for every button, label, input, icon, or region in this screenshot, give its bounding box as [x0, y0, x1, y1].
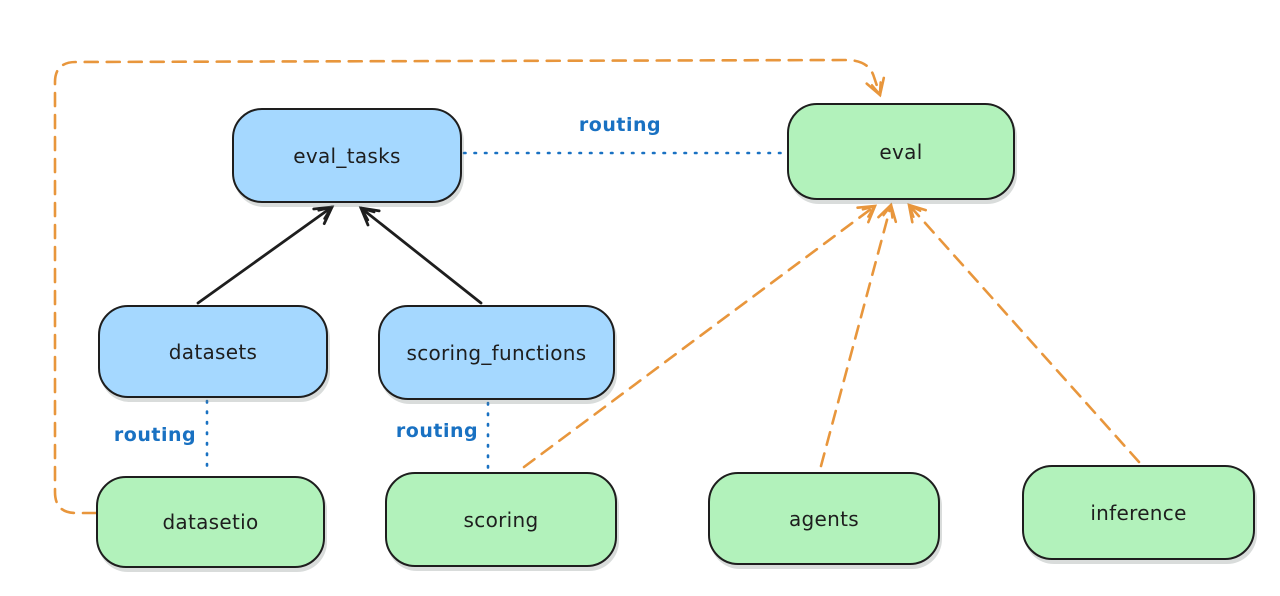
edge-agents-to-eval — [819, 202, 898, 468]
routing-label-datasets-datasetio: routing — [113, 424, 197, 446]
node-scoring: scoring — [385, 472, 617, 567]
node-agents-label: agents — [789, 506, 859, 531]
node-agents: agents — [708, 472, 940, 565]
node-datasetio: datasetio — [96, 476, 325, 568]
routing-label-scoring-functions-scoring: routing — [395, 420, 479, 442]
edge-inference-to-eval — [907, 203, 1141, 464]
node-eval-tasks: eval_tasks — [232, 108, 462, 203]
node-scoring-functions-label: scoring_functions — [406, 340, 587, 365]
node-datasets: datasets — [98, 305, 328, 398]
node-inference-label: inference — [1090, 500, 1187, 525]
node-datasetio-label: datasetio — [162, 510, 259, 534]
routing-label-eval-tasks-eval: routing — [578, 114, 662, 136]
edge-datasets-to-eval_tasks — [196, 205, 335, 305]
node-eval: eval — [787, 103, 1015, 200]
node-scoring-label: scoring — [463, 507, 539, 532]
node-scoring-functions: scoring_functions — [378, 305, 615, 400]
node-eval-label: eval — [879, 139, 923, 164]
edge-datasetio-to-eval — [53, 58, 886, 515]
edge-scoring_functions-to-eval_tasks — [358, 206, 483, 305]
node-eval-tasks-label: eval_tasks — [293, 143, 401, 168]
node-inference: inference — [1022, 465, 1255, 560]
node-datasets-label: datasets — [168, 339, 258, 364]
